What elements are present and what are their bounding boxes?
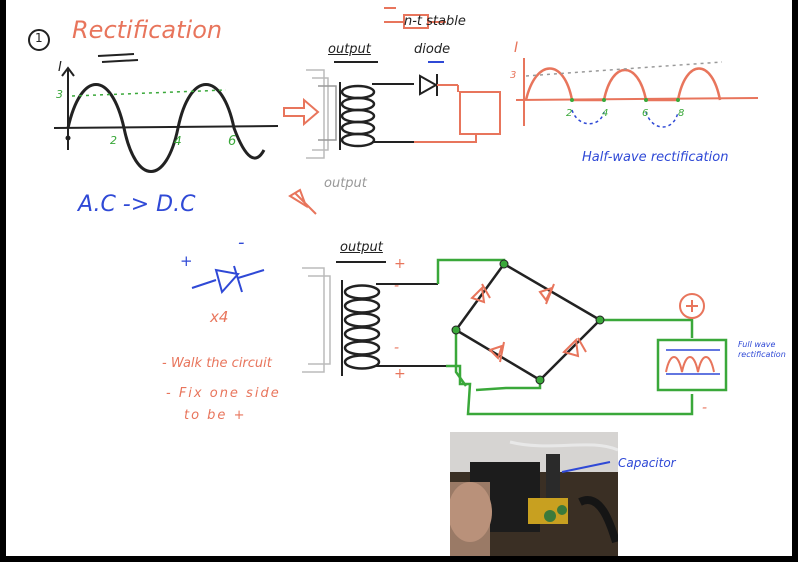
page-title: Rectification [72, 16, 223, 44]
title-underline [97, 53, 139, 63]
rectified-tick-8: 8 [678, 108, 685, 119]
top-resistor-sketch [384, 7, 446, 29]
whiteboard-canvas: n-t stable 1 Rectification I 3 2 4 6 out… [6, 0, 792, 556]
sine-peak-dashed [71, 89, 227, 97]
sine-tick-2: 2 [110, 134, 117, 147]
output-minus: - [702, 400, 708, 416]
diode-symbol [191, 265, 265, 295]
rectified-graph [515, 58, 759, 128]
sine-wave [66, 83, 266, 173]
bottom-transformer [302, 261, 446, 376]
sine-graph [53, 66, 279, 173]
half-wave-diode [419, 61, 458, 96]
sketch-drawing [28, 7, 759, 416]
sine-tick-6: 6 [228, 134, 237, 149]
sine-x-axis [53, 125, 279, 129]
ac-dc-text: A.C -> D.C [78, 192, 196, 217]
times-four: x4 [210, 308, 229, 326]
rectified-wave [524, 67, 722, 102]
diode-minus: - [238, 232, 245, 253]
top-output-label: output [328, 42, 371, 57]
diode-label: diode [414, 42, 451, 57]
bottom-output-label: output [340, 240, 383, 255]
top-transformer [306, 61, 414, 159]
secondary-minus-2: - [394, 340, 400, 356]
capacitor-label: Capacitor [618, 456, 676, 470]
diode-plus: + [180, 252, 193, 270]
note-fix-side-line2: to be + [184, 408, 247, 423]
circuit-photo [450, 432, 618, 556]
sine-axis-letter: I [58, 60, 62, 75]
sine-peak-label: 3 [56, 88, 63, 101]
rectified-tick-2: 2 [566, 108, 573, 119]
section-number: 1 [35, 31, 43, 45]
bridge-rectifier [436, 258, 694, 416]
note-walk-circuit: - Walk the circuit [162, 356, 272, 371]
section-number-circle [28, 29, 50, 51]
rectified-axis-letter: I [514, 40, 519, 56]
arrow-to-bridge [288, 188, 317, 215]
faint-output-label: output [324, 176, 367, 191]
rectified-peak-label: 3 [510, 70, 517, 81]
secondary-plus-2: + [394, 366, 406, 382]
note-fix-side-line1: - Fix one side [166, 386, 281, 401]
full-wave-output [656, 293, 728, 392]
secondary-plus: + [394, 256, 406, 272]
full-wave-caption: Full wave rectification [738, 340, 786, 359]
sine-tick-4: 4 [174, 134, 182, 148]
arrow-to-transformer [283, 97, 320, 127]
secondary-minus: - [394, 278, 400, 294]
top-label: n-t stable [404, 14, 466, 29]
half-wave-caption: Half-wave rectification [582, 150, 729, 165]
rectified-tick-6: 6 [642, 108, 649, 119]
half-wave-load [414, 85, 501, 143]
rectified-tick-4: 4 [602, 108, 609, 119]
